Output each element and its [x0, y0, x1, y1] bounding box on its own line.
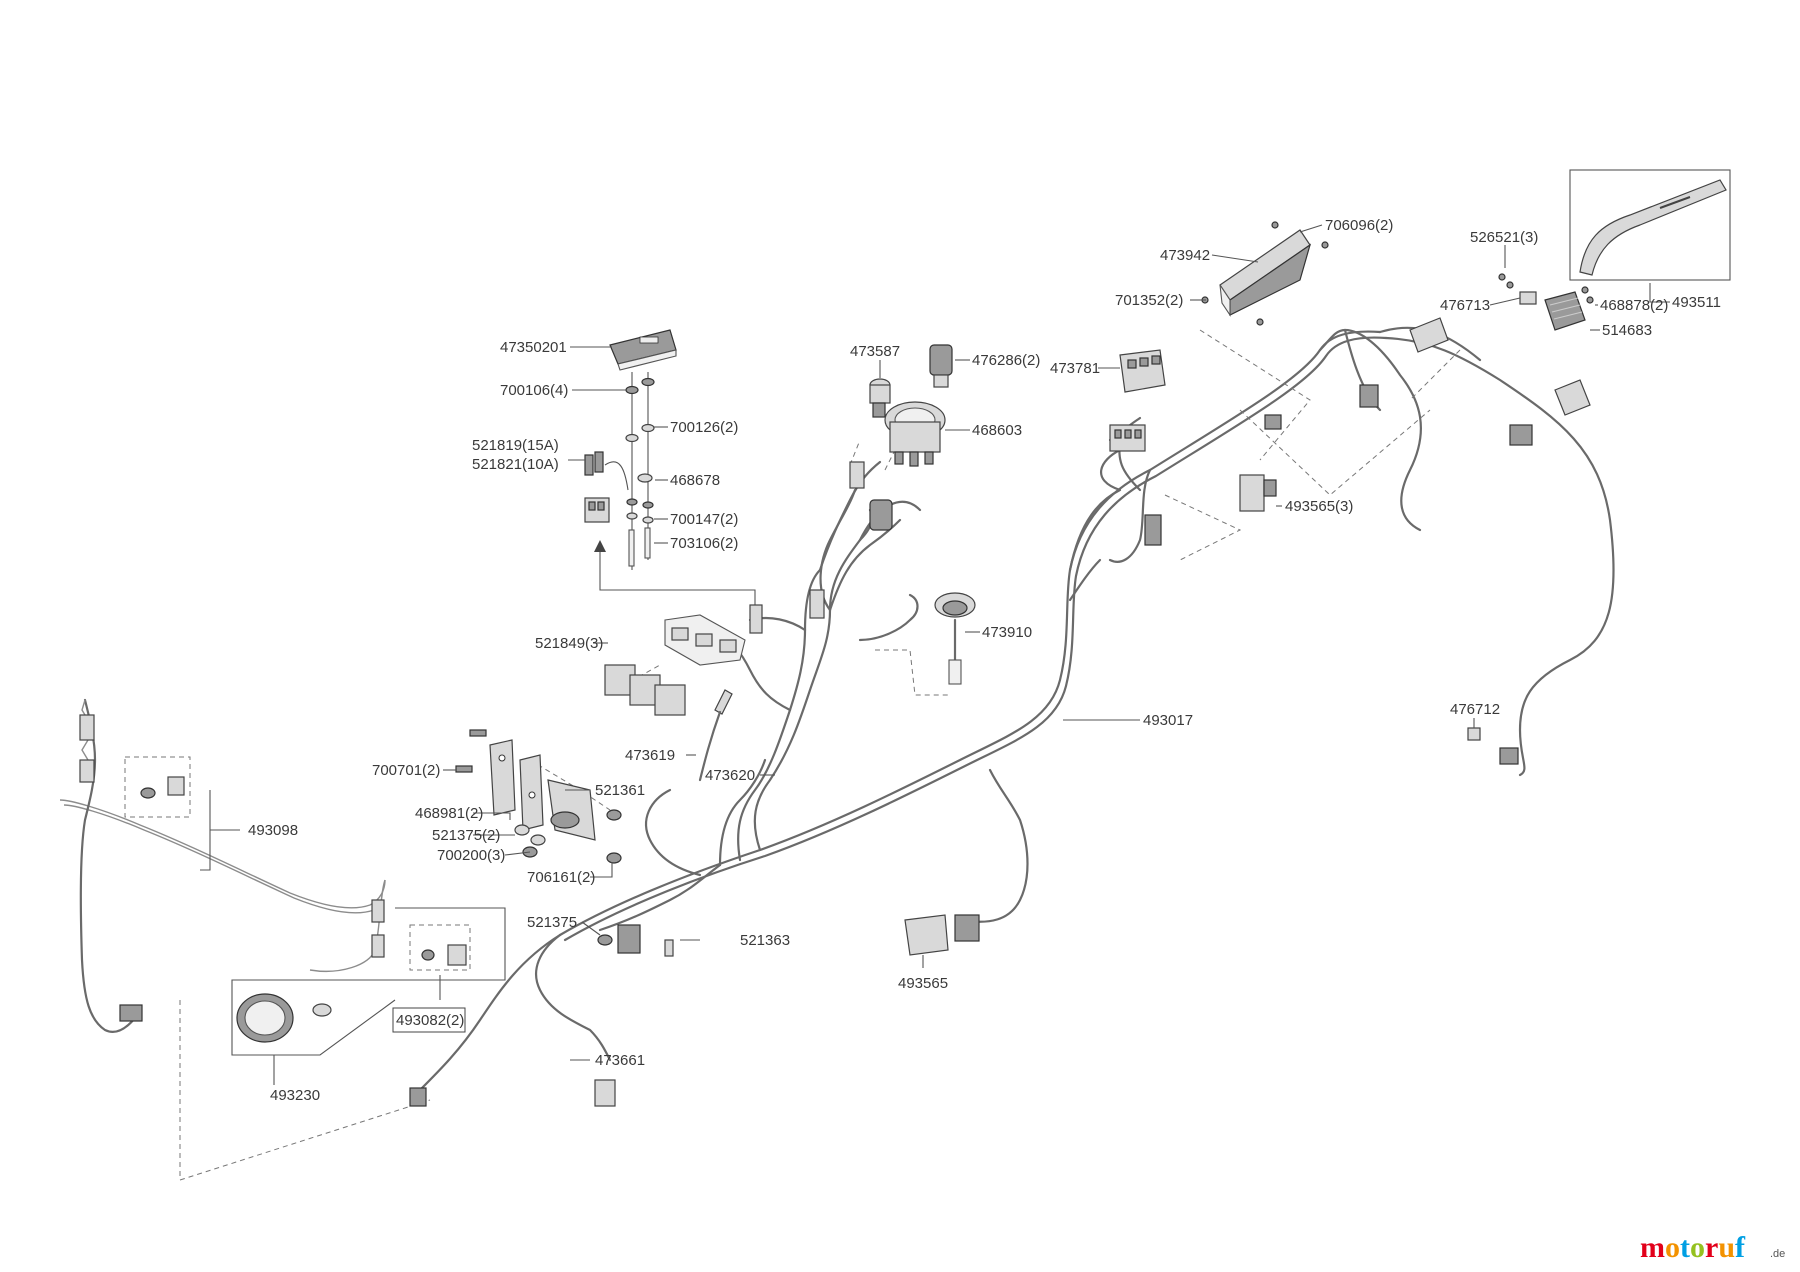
label-493082-box — [392, 1007, 466, 1033]
label-473661: 473661 — [595, 1052, 645, 1069]
part-473910 — [934, 592, 976, 685]
label-473910: 473910 — [982, 624, 1032, 641]
part-521849-relays — [594, 540, 763, 716]
part-493230-inset — [231, 907, 506, 1056]
label-521361: 521361 — [595, 782, 645, 799]
label-468878: 468878(2) — [1600, 297, 1668, 314]
label-493082: 493082(2) — [396, 1012, 464, 1029]
label-521375: 521375 — [527, 914, 577, 931]
logo-letter-o2: o — [1690, 1231, 1705, 1264]
leader-lines — [200, 224, 1670, 1085]
label-47350201: 47350201 — [500, 339, 567, 356]
label-493565: 493565 — [898, 975, 948, 992]
part-514683 — [1498, 273, 1594, 331]
label-700126: 700126(2) — [670, 419, 738, 436]
part-473942 — [1201, 221, 1329, 326]
label-521849: 521849(3) — [535, 635, 603, 652]
logo-letter-u: u — [1718, 1231, 1735, 1264]
part-connector-b — [869, 499, 893, 531]
label-468678: 468678 — [670, 472, 720, 489]
label-473619: 473619 — [625, 747, 675, 764]
logo-suffix: .de — [1770, 1248, 1785, 1260]
label-706161: 706161(2) — [527, 869, 595, 886]
part-47350201 — [609, 329, 677, 371]
label-493230: 493230 — [270, 1087, 320, 1104]
part-connector-c — [809, 589, 825, 619]
label-521819: 521819(15A) — [472, 437, 559, 454]
label-521375-2: 521375(2) — [432, 827, 500, 844]
label-701352: 701352(2) — [1115, 292, 1183, 309]
label-476713: 476713 — [1440, 297, 1490, 314]
label-700106: 700106(4) — [500, 382, 568, 399]
label-468981: 468981(2) — [415, 805, 483, 822]
part-473587 — [869, 378, 891, 418]
part-473619 — [714, 689, 733, 715]
part-labels: 47350201 700106(4) 700126(2) 521819(15A)… — [248, 217, 1721, 1104]
part-468603 — [884, 401, 946, 467]
part-476712 — [1467, 727, 1519, 765]
logo-letter-f: f — [1735, 1231, 1746, 1264]
part-476286 — [929, 344, 953, 388]
label-521363: 521363 — [740, 932, 790, 949]
label-473942: 473942 — [1160, 247, 1210, 264]
label-706096: 706096(2) — [1325, 217, 1393, 234]
part-493565-a — [1239, 474, 1277, 512]
part-fuses — [584, 451, 629, 523]
logo-letter-r: r — [1705, 1231, 1718, 1264]
part-plug-a — [1409, 317, 1449, 353]
part-473661 — [594, 1079, 616, 1107]
part-473781 — [1109, 349, 1166, 452]
motoruf-logo: motoruf .de — [1640, 1231, 1785, 1264]
logo-letter-m: m — [1640, 1231, 1665, 1264]
label-514683: 514683 — [1602, 322, 1652, 339]
label-493098: 493098 — [248, 822, 298, 839]
label-526521: 526521(3) — [1470, 229, 1538, 246]
part-521375 — [597, 924, 674, 957]
part-493098 — [79, 714, 385, 1022]
label-521821: 521821(10A) — [472, 456, 559, 473]
label-703106: 703106(2) — [670, 535, 738, 552]
label-700147: 700147(2) — [670, 511, 738, 528]
label-700701: 700701(2) — [372, 762, 440, 779]
logo-letter-o1: o — [1665, 1231, 1680, 1264]
parts — [79, 169, 1731, 1107]
wire-harness — [59, 326, 1615, 1092]
part-plug-e — [1264, 414, 1282, 430]
part-connector-a — [849, 461, 865, 489]
part-493565-b — [904, 914, 980, 956]
label-493017: 493017 — [1143, 712, 1193, 729]
label-473620: 473620 — [705, 767, 755, 784]
dashed-guide-lines — [179, 329, 1461, 1181]
label-468603: 468603 — [972, 422, 1022, 439]
label-476286: 476286(2) — [972, 352, 1040, 369]
part-521361 — [455, 729, 622, 864]
label-473587: 473587 — [850, 343, 900, 360]
label-493511: 493511 — [1672, 294, 1721, 311]
part-hardware-stack — [625, 372, 655, 570]
part-493511 — [1569, 169, 1731, 281]
logo-letter-t: t — [1680, 1231, 1690, 1264]
part-plug-g — [409, 1087, 427, 1107]
label-476712: 476712 — [1450, 701, 1500, 718]
label-700200: 700200(3) — [437, 847, 505, 864]
label-473781: 473781 — [1050, 360, 1100, 377]
part-plug-b — [1554, 379, 1591, 416]
label-493565-3: 493565(3) — [1285, 498, 1353, 515]
part-plug-d — [1359, 384, 1379, 408]
logo-text: motoruf — [1640, 1231, 1746, 1264]
part-plug-f — [1144, 514, 1162, 546]
part-plug-c — [1509, 424, 1533, 446]
